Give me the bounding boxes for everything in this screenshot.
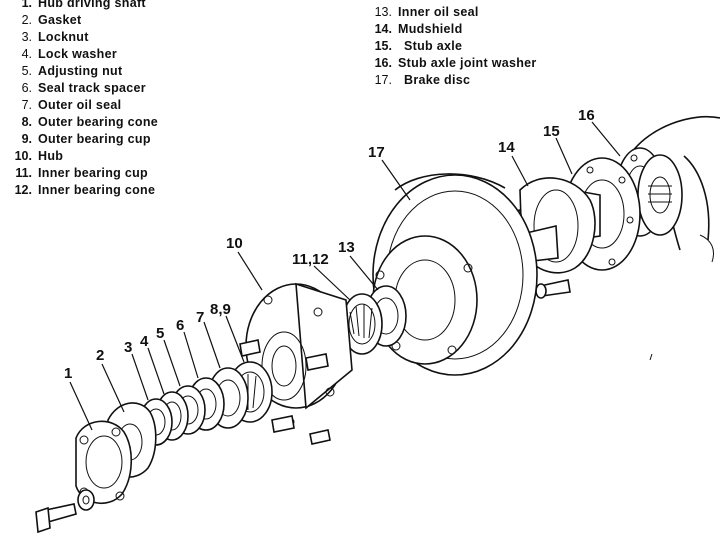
leader-lines [69, 121, 621, 431]
inner-bearing-cup-and-cone [341, 293, 383, 355]
callout-1: 1 [64, 365, 72, 382]
hub-driving-shaft [75, 420, 133, 504]
callout-5: 5 [156, 325, 164, 342]
legend-item-3: 3.Locknut [21, 30, 89, 44]
legend-item-2: 2.Gasket [21, 13, 82, 27]
legend-item-4: 4.Lock washer [21, 47, 118, 61]
legend-item-10: 10.Hub [14, 149, 64, 163]
callout-8-9: 8,9 [210, 301, 231, 318]
knuckle-flange [637, 154, 683, 236]
legend-item-16: 16.Stub axle joint washer [374, 56, 537, 70]
legend-item-12: 12.Inner bearing cone [14, 183, 156, 197]
legend-item-11: 11.Inner bearing cup [15, 166, 148, 180]
hub [239, 282, 353, 445]
legend-item-13: 13.Inner oil seal [374, 5, 479, 19]
legend-item-17: 17.Brake disc [374, 73, 471, 87]
legend-item-15: 15.Stub axle [374, 39, 463, 53]
callout-10: 10 [226, 235, 243, 252]
callout-14: 14 [498, 139, 515, 156]
callout-11-12: 11,12 [292, 251, 329, 268]
callout-13: 13 [338, 239, 355, 256]
callout-7: 7 [196, 309, 204, 326]
callout-4: 4 [140, 333, 149, 350]
callout-15: 15 [543, 123, 560, 140]
legend-item-14: 14.Mudshield [374, 22, 463, 36]
callout-6: 6 [176, 317, 184, 334]
parts-legend-left: 1.Hub driving shaft 2.Gasket 3.Locknut 4… [0, 0, 240, 200]
driving-shaft-bolt [35, 489, 95, 534]
callout-2: 2 [96, 347, 104, 364]
legend-item-8: 8.Outer bearing cone [21, 115, 159, 129]
mudshield-bolt-bottom [535, 279, 571, 299]
callout-16: 16 [578, 107, 595, 124]
legend-item-1: 1.Hub driving shaft [21, 0, 146, 10]
legend-item-5: 5.Adjusting nut [21, 64, 123, 78]
parts-legend-right: 13.Inner oil seal 14.Mudshield 15.Stub a… [360, 0, 610, 90]
callout-17: 17 [368, 144, 385, 161]
callout-3: 3 [124, 339, 132, 356]
legend-item-9: 9.Outer bearing cup [21, 132, 151, 146]
legend-item-7: 7.Outer oil seal [21, 98, 122, 112]
legend-item-6: 6.Seal track spacer [21, 81, 146, 95]
